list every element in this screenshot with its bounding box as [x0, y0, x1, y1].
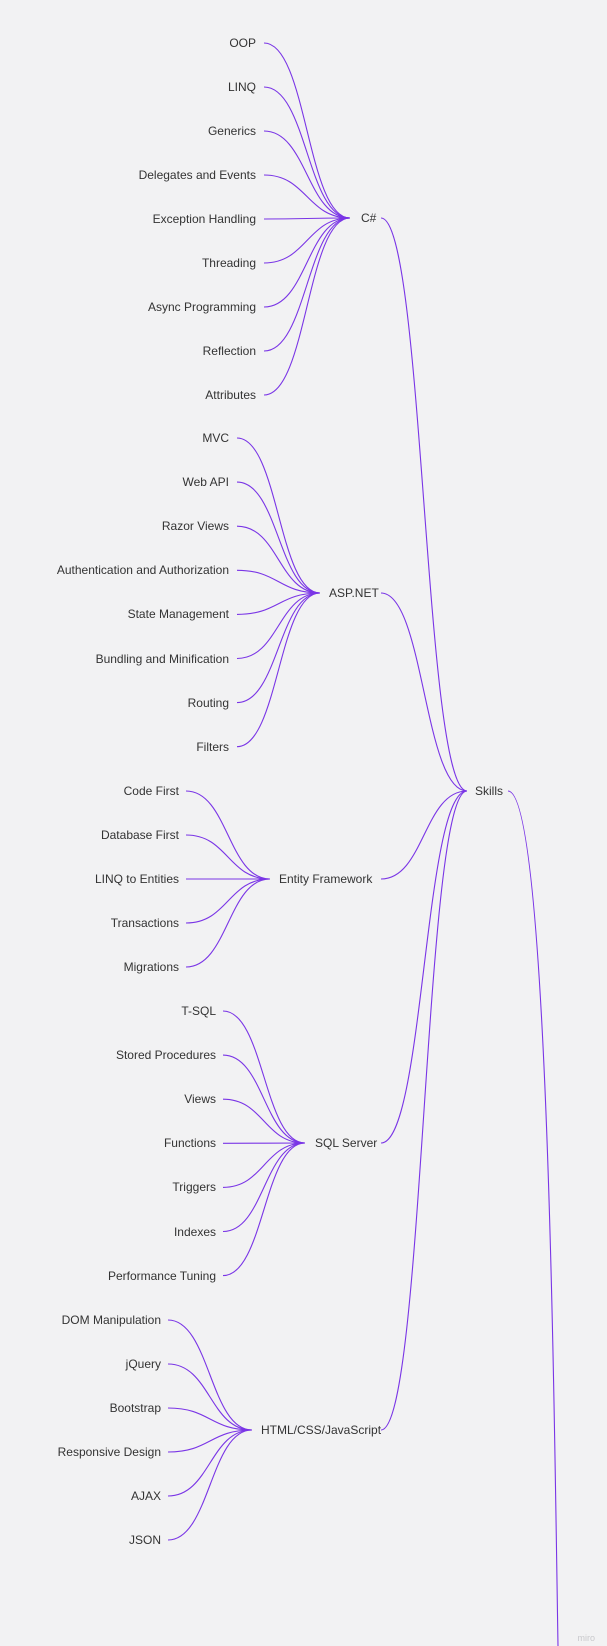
leaf-node-delegates-and-events[interactable]: Delegates and Events	[138, 168, 256, 182]
connector-razor-views-to-asp-net	[236, 525, 321, 594]
leaf-node-database-first[interactable]: Database First	[100, 828, 179, 842]
leaf-node-web-api[interactable]: Web API	[182, 475, 229, 490]
leaf-node-bootstrap[interactable]: Bootstrap	[109, 1401, 161, 1415]
connector-code-first-to-entity-framework	[185, 790, 271, 880]
leaf-node-filters[interactable]: Filters	[196, 739, 229, 754]
connector-t-sql-to-sql-server	[222, 1010, 306, 1144]
leaf-node-state-management[interactable]: State Management	[127, 607, 229, 622]
connector-dom-manipulation-to-html-css-javascript	[167, 1319, 253, 1431]
leaf-node-reflection[interactable]: Reflection	[202, 344, 256, 358]
leaf-node-async-programming[interactable]: Async Programming	[147, 300, 256, 314]
connector-sql-server-to-skills	[380, 790, 468, 1144]
leaf-node-code-first[interactable]: Code First	[123, 784, 179, 798]
connector-oop-to-c	[263, 42, 351, 219]
leaf-node-generics[interactable]: Generics	[207, 124, 256, 138]
leaf-node-stored-procedures[interactable]: Stored Procedures	[115, 1048, 216, 1063]
connector-mvc-to-asp-net	[236, 437, 321, 594]
connector-reflection-to-c	[263, 217, 351, 352]
leaf-node-dom-manipulation[interactable]: DOM Manipulation	[61, 1313, 161, 1327]
connector-root-offscreen	[507, 790, 559, 1646]
leaf-node-transactions[interactable]: Transactions	[110, 916, 179, 930]
leaf-node-linq-to-entities[interactable]: LINQ to Entities	[94, 872, 179, 886]
leaf-node-responsive-design[interactable]: Responsive Design	[57, 1445, 161, 1459]
connector-threading-to-c	[263, 217, 351, 264]
connector-indexes-to-sql-server	[222, 1142, 306, 1233]
leaf-node-oop[interactable]: OOP	[229, 36, 256, 50]
connector-database-first-to-entity-framework	[185, 834, 271, 880]
connector-generics-to-c	[263, 130, 351, 219]
connector-html-css-javascript-to-skills	[380, 790, 468, 1431]
leaf-node-views[interactable]: Views	[184, 1092, 216, 1107]
connector-responsive-design-to-html-css-javascript	[167, 1429, 253, 1453]
connector-filters-to-asp-net	[236, 592, 321, 748]
connector-asp-net-to-skills	[380, 592, 468, 792]
leaf-node-functions[interactable]: Functions	[163, 1136, 216, 1151]
watermark: miro	[577, 1633, 596, 1643]
branch-node-asp-net[interactable]: ASP.NET	[329, 586, 379, 600]
connector-bundling-and-minification-to-asp-net	[236, 592, 321, 660]
connector-linq-to-c	[263, 86, 351, 219]
connector-authentication-and-authorization-to-asp-net	[236, 569, 321, 594]
connector-c-to-skills	[380, 217, 468, 792]
connector-migrations-to-entity-framework	[185, 878, 271, 968]
connector-stored-procedures-to-sql-server	[222, 1054, 306, 1144]
connector-delegates-and-events-to-c	[263, 174, 351, 219]
connector-exception-handling-to-c	[263, 217, 351, 220]
connector-entity-framework-to-skills	[380, 790, 468, 880]
connector-triggers-to-sql-server	[222, 1142, 306, 1188]
leaf-node-routing[interactable]: Routing	[187, 695, 229, 710]
root-node-skills[interactable]: Skills	[475, 784, 504, 798]
connector-web-api-to-asp-net	[236, 481, 321, 594]
connector-async-programming-to-c	[263, 217, 351, 308]
connector-jquery-to-html-css-javascript	[167, 1363, 253, 1431]
connector-routing-to-asp-net	[236, 592, 321, 704]
branch-node-c[interactable]: C#	[361, 211, 377, 225]
branch-node-sql-server[interactable]: SQL Server	[315, 1136, 378, 1150]
leaf-node-t-sql[interactable]: T-SQL	[181, 1004, 216, 1018]
leaf-node-migrations[interactable]: Migrations	[123, 960, 179, 974]
connector-views-to-sql-server	[222, 1098, 306, 1144]
leaf-node-attributes[interactable]: Attributes	[205, 388, 256, 402]
leaf-node-performance-tuning[interactable]: Performance Tuning	[107, 1268, 216, 1283]
leaf-node-triggers[interactable]: Triggers	[172, 1180, 216, 1195]
connector-json-to-html-css-javascript	[167, 1429, 253, 1541]
connector-transactions-to-entity-framework	[185, 878, 271, 924]
leaf-node-jquery[interactable]: jQuery	[125, 1357, 161, 1371]
leaf-node-threading[interactable]: Threading	[201, 256, 256, 270]
branch-node-entity-framework[interactable]: Entity Framework	[279, 872, 373, 886]
leaf-node-linq[interactable]: LINQ	[227, 80, 256, 94]
leaf-node-indexes[interactable]: Indexes	[173, 1224, 216, 1239]
leaf-node-authentication-and-authorization[interactable]: Authentication and Authorization	[56, 563, 229, 578]
leaf-node-razor-views[interactable]: Razor Views	[161, 519, 229, 534]
connector-ajax-to-html-css-javascript	[167, 1429, 253, 1497]
connector-attributes-to-c	[263, 217, 351, 396]
leaf-node-mvc[interactable]: MVC	[202, 431, 229, 445]
leaf-node-ajax[interactable]: AJAX	[130, 1489, 161, 1503]
connector-bootstrap-to-html-css-javascript	[167, 1407, 253, 1431]
connector-performance-tuning-to-sql-server	[222, 1142, 306, 1277]
leaf-node-exception-handling[interactable]: Exception Handling	[152, 212, 256, 226]
branch-node-html-css-javascript[interactable]: HTML/CSS/JavaScript	[261, 1423, 382, 1437]
leaf-node-bundling-and-minification[interactable]: Bundling and Minification	[95, 651, 229, 666]
connector-state-management-to-asp-net	[236, 592, 321, 615]
leaf-node-json[interactable]: JSON	[128, 1533, 161, 1547]
